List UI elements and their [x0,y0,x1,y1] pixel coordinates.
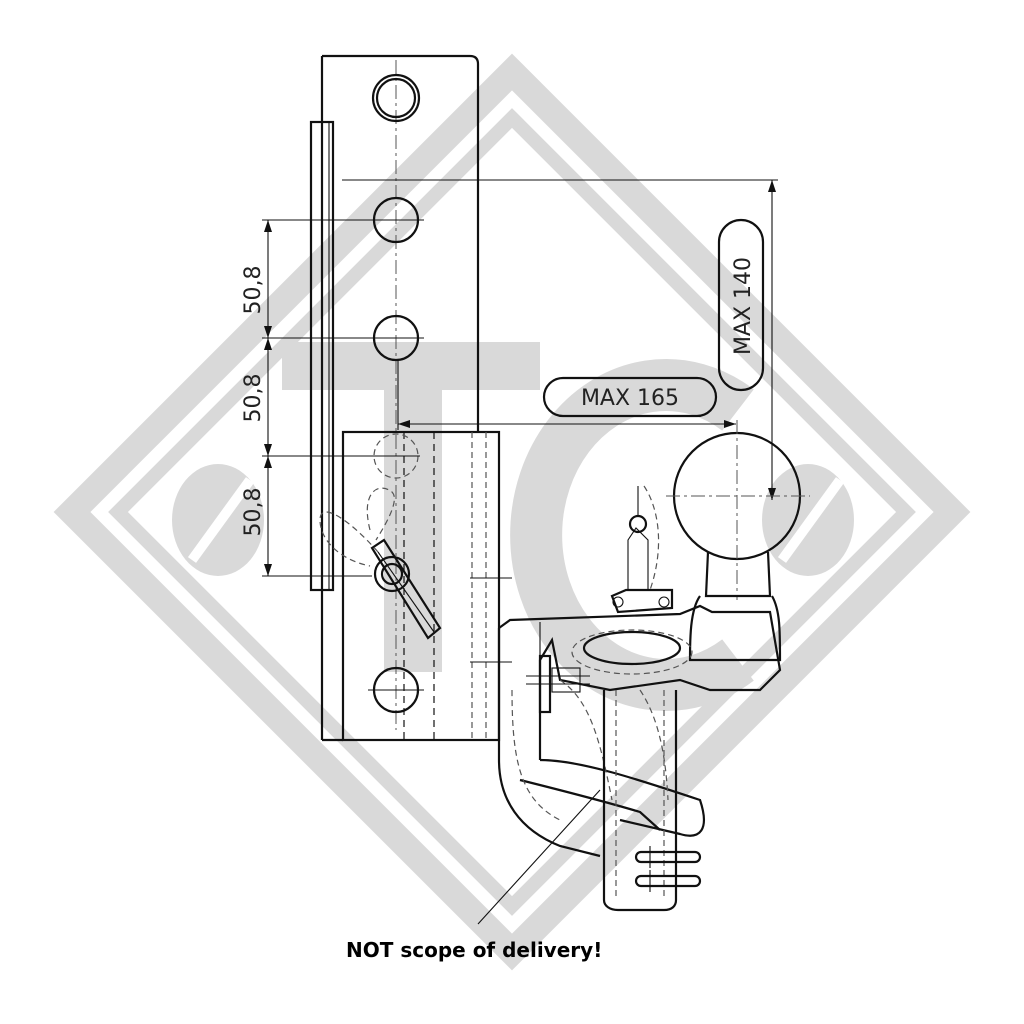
max-height-dimension [342,179,778,500]
shank-hole-bottom [368,666,424,714]
cable-clamp-lower [634,870,702,892]
max-reach-dimension [397,360,736,430]
cable-clamp-upper [634,846,702,868]
tc-watermark [53,53,971,971]
note-leader-line [477,789,601,925]
max-height-label: MAX 140 [731,257,756,355]
lower-post [602,690,678,912]
pitch-label-2: 50,8 [241,374,266,423]
vertical-shank [320,54,480,742]
pitch-label-3: 50,8 [241,488,266,537]
side-bolt [526,654,590,714]
delivery-scope-note: NOT scope of delivery! [346,938,603,962]
tow-ball [666,420,810,662]
shank-top-hole [371,73,421,123]
pitch-label-1: 50,8 [241,266,266,315]
max-reach-label: MAX 165 [581,386,679,411]
sleeve-block [341,430,512,742]
watermark-letter-c [510,359,754,711]
locking-pin [319,487,442,640]
pitch-dimensions [262,219,420,577]
watermark-letter-t [282,342,540,672]
safety-latch [610,485,674,614]
